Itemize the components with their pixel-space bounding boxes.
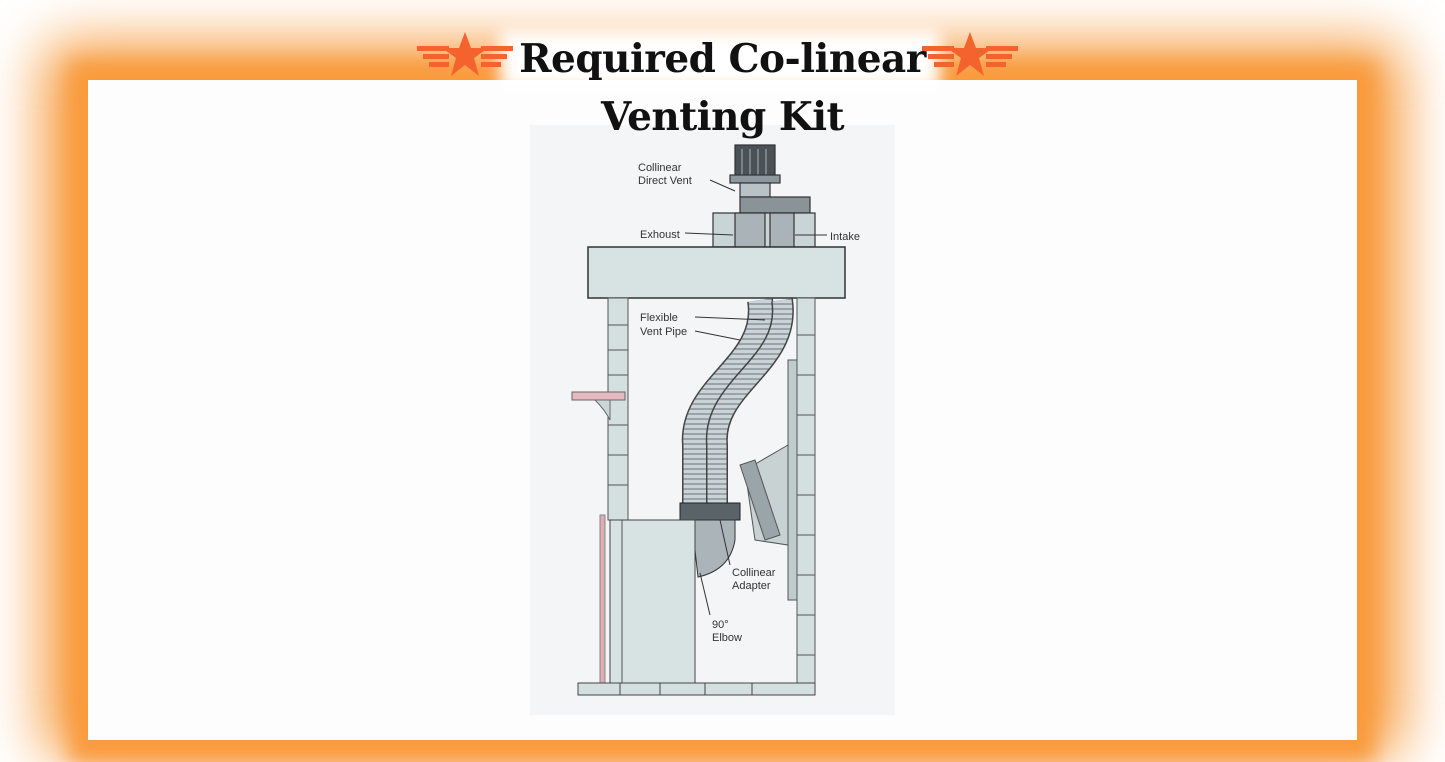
label-elbow: 90° <box>712 619 729 631</box>
elbow-90 <box>689 519 736 578</box>
left-wall <box>607 297 629 521</box>
page-title-line-2: Venting Kit <box>600 94 845 140</box>
label-collinear-adapter: Collinear <box>732 567 776 579</box>
label-flexible-vent-pipe: Flexible <box>640 312 678 324</box>
label-collinear-adapter-2: Adapter <box>732 580 771 592</box>
label-intake: Intake <box>830 231 860 243</box>
hearth-floor <box>577 682 816 696</box>
page-title-line-1: Required Co-linear <box>519 36 926 82</box>
label-collinear-direct-vent: Collinear <box>638 162 682 174</box>
flexible-vent-pipe-2 <box>707 298 793 505</box>
right-wall <box>739 297 816 691</box>
roof-slab <box>587 246 846 299</box>
leader-lines <box>684 179 827 616</box>
label-flexible-vent-pipe-2: Vent Pipe <box>640 326 687 338</box>
label-exhaust: Exhoust <box>640 229 680 241</box>
collinear-adapter <box>679 502 741 521</box>
mantel-bracket <box>593 399 611 421</box>
winged-star-icon <box>417 32 513 76</box>
flexible-vent-pipe-1 <box>683 298 773 505</box>
label-collinear-direct-vent-2: Direct Vent <box>638 175 692 187</box>
pink-trim <box>599 514 606 684</box>
label-elbow-2: Elbow <box>712 632 742 644</box>
vent-cap <box>712 144 816 248</box>
winged-star-icon <box>922 32 1018 76</box>
venting-diagram: Collinear Direct Vent Exhoust Intake Fle… <box>530 125 895 715</box>
mantel-shelf <box>571 391 626 401</box>
title-backdrop <box>500 30 940 90</box>
firebox <box>609 519 696 684</box>
